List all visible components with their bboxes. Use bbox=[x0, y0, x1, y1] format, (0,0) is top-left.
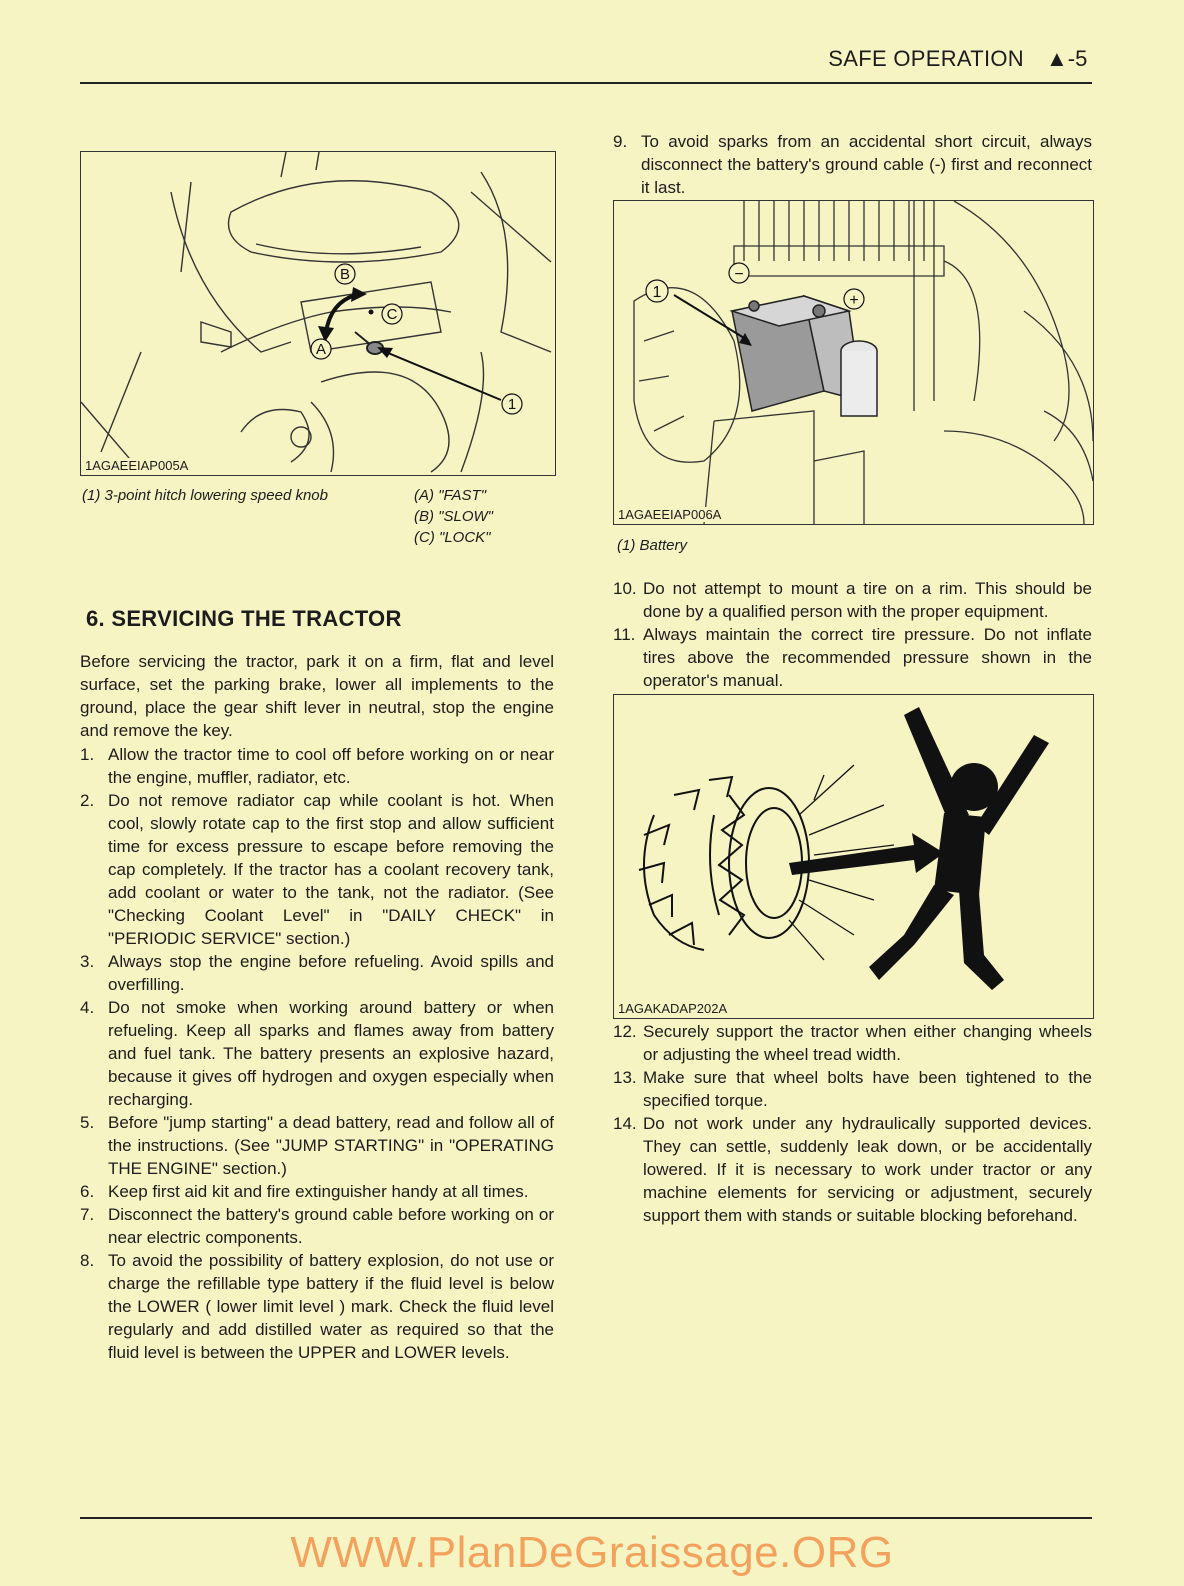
list-item: 14.Do not work under any hydraulically s… bbox=[613, 1114, 1092, 1225]
list-item: 2.Do not remove radiator cap while coola… bbox=[80, 791, 554, 948]
figure1-caption-c: (C) "LOCK" bbox=[414, 529, 491, 546]
label-b: B bbox=[340, 266, 350, 283]
tire-hazard-illustration bbox=[638, 707, 1049, 990]
figure-id: 1AGAKADAP202A bbox=[618, 1001, 731, 1016]
footer-divider bbox=[80, 1517, 1092, 1519]
right-safety-list-10-11: 10.Do not attempt to mount a tire on a r… bbox=[613, 577, 1092, 692]
label-1: 1 bbox=[508, 396, 516, 413]
page-header-title: SAFE OPERATION bbox=[828, 46, 1024, 71]
right-safety-list-12-14: 12.Securely support the tractor when eit… bbox=[613, 1020, 1092, 1227]
list-item: 1.Allow the tractor time to cool off bef… bbox=[80, 745, 554, 787]
figure1-caption-b: (B) "SLOW" bbox=[414, 508, 493, 525]
figure-battery: 1 − + 1AGAEEIAP006A bbox=[613, 200, 1094, 525]
list-item: 13.Make sure that wheel bolts have been … bbox=[613, 1068, 1092, 1110]
battery-illustration: 1 − + bbox=[633, 201, 1093, 524]
list-item: 5.Before "jump starting" a dead battery,… bbox=[80, 1113, 554, 1178]
label-c: C bbox=[387, 306, 398, 323]
section-title: 6. SERVICING THE TRACTOR bbox=[86, 606, 402, 631]
list-item: 3.Always stop the engine before refuelin… bbox=[80, 952, 554, 994]
figure-tire-hazard: 1AGAKADAP202A bbox=[613, 694, 1094, 1019]
list-item: 8.To avoid the possibility of battery ex… bbox=[80, 1251, 554, 1362]
figure2-caption: (1) Battery bbox=[617, 537, 688, 554]
list-item: 4.Do not smoke when working around batte… bbox=[80, 998, 554, 1109]
left-safety-list: 1.Allow the tractor time to cool off bef… bbox=[80, 743, 554, 1364]
figure1-caption-knob: (1) 3-point hitch lowering speed knob bbox=[82, 487, 328, 504]
plus-terminal-label: + bbox=[849, 292, 858, 309]
list-item: 7.Disconnect the battery's ground cable … bbox=[80, 1205, 554, 1247]
list-item: 10.Do not attempt to mount a tire on a r… bbox=[613, 579, 1092, 621]
list-item: 6.Keep first aid kit and fire extinguish… bbox=[80, 1182, 529, 1201]
header-divider bbox=[80, 82, 1092, 84]
footer-watermark: WWW.PlanDeGraissage.ORG bbox=[290, 1528, 894, 1577]
section-intro: Before servicing the tractor, park it on… bbox=[80, 652, 554, 740]
figure-id: 1AGAEEIAP005A bbox=[85, 458, 192, 473]
list-item: 11.Always maintain the correct tire pres… bbox=[613, 625, 1092, 690]
list-item: 9.To avoid sparks from an accidental sho… bbox=[613, 132, 1092, 197]
label-a: A bbox=[316, 341, 326, 358]
figure-hitch-knob: B C A 1 1AGAEEIAP005A bbox=[80, 151, 556, 476]
figure1-caption-a: (A) "FAST" bbox=[414, 487, 487, 504]
label-1: 1 bbox=[653, 284, 662, 301]
hitch-knob-illustration: B C A 1 bbox=[81, 152, 552, 473]
right-safety-list-9: 9.To avoid sparks from an accidental sho… bbox=[613, 130, 1092, 199]
list-item: 12.Securely support the tractor when eit… bbox=[613, 1022, 1092, 1064]
page-number: ▲-5 bbox=[1046, 46, 1088, 71]
figure-id: 1AGAEEIAP006A bbox=[618, 507, 725, 522]
minus-terminal-label: − bbox=[734, 266, 743, 283]
